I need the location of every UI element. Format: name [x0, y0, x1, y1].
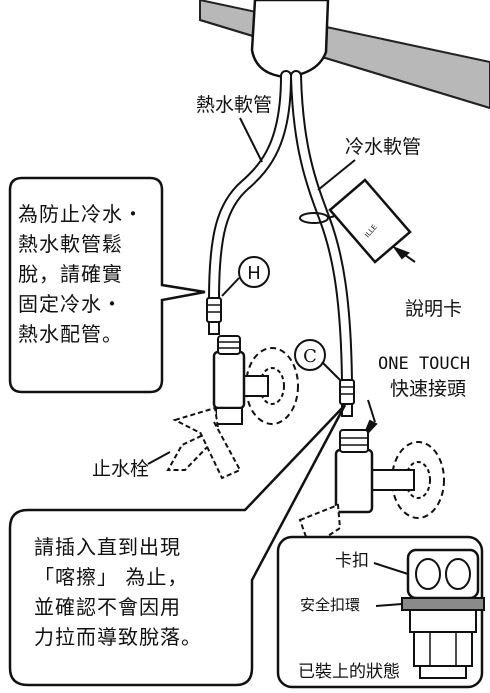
label-one-touch-2: 快速接頭	[390, 378, 467, 400]
label-manual-card: 說明卡	[405, 298, 463, 320]
countertop	[199, 0, 490, 110]
callout-bottom: 請插入直到出現 「喀擦」 為止， 並確認不會因用 力拉而導致脫落。	[34, 532, 202, 652]
callout-bottom-bubble	[8, 404, 347, 687]
marker-h: H	[221, 256, 270, 297]
callout-top-line: 為防止冷水・	[18, 202, 144, 226]
callout-top-bubble	[8, 176, 206, 394]
label-safety-ring: 安全扣環	[300, 596, 361, 614]
installed-state-inset	[276, 535, 485, 689]
callout-top-line: 熱水配管。	[18, 322, 123, 346]
faucet-body	[250, 0, 330, 79]
label-hot-hose: 熱水軟管	[196, 94, 273, 116]
label-installed-state: 已裝上的狀態	[298, 662, 400, 682]
label-cold-hose: 冷水軟管	[345, 136, 422, 158]
manual-card: ILLE	[299, 178, 412, 264]
label-clip: 卡扣	[335, 551, 369, 571]
cold-hose	[290, 70, 355, 417]
callout-top-line: 脫，請確實	[18, 262, 123, 286]
stop-valve-left	[166, 335, 299, 480]
callout-top-line: 固定冷水・	[18, 292, 123, 316]
callout-top: 為防止冷水・ 熱水軟管鬆 脫，請確實 固定冷水・ 熱水配管。	[18, 199, 144, 349]
marker-h-label: H	[247, 263, 261, 284]
marker-c-label: C	[303, 346, 317, 367]
marker-c: C	[294, 339, 341, 381]
callout-top-line: 熱水軟管鬆	[18, 232, 123, 256]
label-one-touch-1: ONE TOUCH	[378, 354, 471, 374]
callout-bottom-line: 請插入直到出現	[34, 535, 181, 559]
callout-bottom-line: 「喀擦」 為止，	[34, 565, 189, 589]
callout-bottom-line: 並確認不會因用	[34, 595, 181, 619]
hot-hose	[206, 70, 292, 335]
callout-bottom-line: 力拉而導致脫落。	[34, 625, 202, 649]
label-stop-valve: 止水栓	[92, 458, 150, 480]
